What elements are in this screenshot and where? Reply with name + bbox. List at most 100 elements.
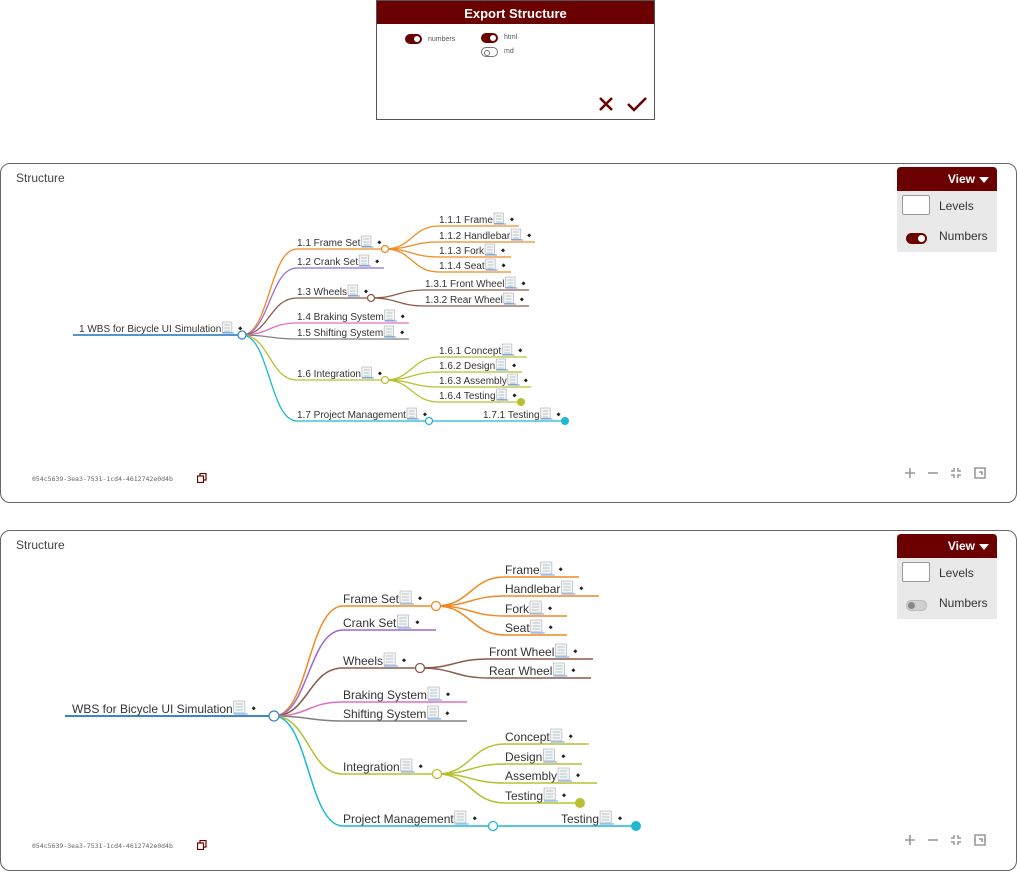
diamond-icon xyxy=(509,217,514,222)
numbers-toggle[interactable] xyxy=(906,233,927,244)
diamond-icon xyxy=(377,240,382,245)
branch-connector xyxy=(384,248,440,273)
note-icon xyxy=(495,358,509,371)
copy-icon[interactable] xyxy=(197,473,207,483)
branch-connector xyxy=(273,605,344,717)
note-icon xyxy=(361,235,374,248)
node-label: Rear Wheel xyxy=(489,664,552,678)
expand-icon[interactable] xyxy=(974,467,986,479)
diamond-icon xyxy=(512,393,517,398)
node-label: 1.3 Wheels xyxy=(297,287,347,298)
note-icon xyxy=(529,600,544,615)
root-collapse-toggle xyxy=(237,330,247,340)
collapse-toggle xyxy=(431,768,443,780)
caret-down-icon xyxy=(979,544,989,550)
node-label: Project Management xyxy=(343,812,454,826)
node-label: Concept xyxy=(505,730,550,744)
note-icon xyxy=(553,662,568,677)
node-label: 1.1.2 Handlebar xyxy=(439,231,511,242)
note-icon xyxy=(347,284,361,297)
numbers-toggle[interactable] xyxy=(906,600,927,611)
note-icon xyxy=(399,590,415,605)
branch-connector xyxy=(370,297,426,307)
diamond-icon xyxy=(579,586,584,591)
collapse-toggle xyxy=(424,416,434,426)
note-icon xyxy=(400,758,415,773)
note-icon xyxy=(543,748,558,763)
md-toggle[interactable] xyxy=(481,47,498,57)
diamond-icon xyxy=(556,412,561,417)
diamond-icon xyxy=(472,816,477,821)
node-label: 1.3.1 Front Wheel xyxy=(425,279,504,290)
note-icon xyxy=(555,643,570,658)
node-label: 1.1 Frame Set xyxy=(297,238,361,249)
diamond-icon xyxy=(527,233,532,238)
node-label: Wheels xyxy=(343,654,383,668)
diamond-icon xyxy=(518,348,523,353)
numbers-toggle[interactable] xyxy=(405,34,422,44)
node-label: 1.6.3 Assembly xyxy=(439,376,507,387)
levels-label: Levels xyxy=(939,199,974,213)
zoom-out-icon[interactable] xyxy=(927,834,939,846)
view-button[interactable]: View xyxy=(897,534,997,558)
note-icon xyxy=(406,407,419,420)
node-label: 1.1.1 Frame xyxy=(439,215,493,226)
collapse-toggle xyxy=(414,662,426,674)
branch-connector xyxy=(241,248,298,336)
diamond-icon xyxy=(548,625,553,630)
diamond-icon xyxy=(618,816,623,821)
node-label: 1.7 Project Management xyxy=(297,410,406,421)
zoom-toolbar xyxy=(902,467,992,481)
copy-icon[interactable] xyxy=(197,840,207,850)
note-icon xyxy=(503,292,516,305)
node-label: Testing xyxy=(505,789,543,803)
fit-icon[interactable] xyxy=(950,834,962,846)
check-icon[interactable] xyxy=(626,96,648,112)
branch-connector xyxy=(241,334,298,340)
diamond-icon xyxy=(561,754,566,759)
collapse-toggle xyxy=(430,600,442,612)
diamond-icon xyxy=(377,371,382,376)
node-label: 1.1.3 Fork xyxy=(439,246,485,257)
node-label: Handlebar xyxy=(505,582,560,596)
note-icon xyxy=(397,614,412,629)
branch-connector xyxy=(370,289,426,299)
zoom-in-icon[interactable] xyxy=(904,834,916,846)
diamond-icon xyxy=(512,363,517,368)
note-icon xyxy=(557,767,573,782)
close-icon[interactable] xyxy=(598,96,614,112)
export-dialog: Export Structure numbers html md xyxy=(376,0,655,120)
levels-input[interactable] xyxy=(902,562,930,582)
numbers-label: Numbers xyxy=(939,596,988,610)
diamond-icon xyxy=(364,289,369,294)
fit-icon[interactable] xyxy=(950,467,962,479)
node-label: WBS for Bicycle UI Simulation xyxy=(72,702,233,716)
note-icon xyxy=(543,787,559,802)
levels-input[interactable] xyxy=(902,195,930,215)
zoom-in-icon[interactable] xyxy=(904,467,916,479)
zoom-out-icon[interactable] xyxy=(927,467,939,479)
note-icon xyxy=(496,388,509,401)
view-button-label: View xyxy=(947,172,975,186)
node-label: 1.6 Integration xyxy=(297,369,361,380)
structure-panel-numbered: Structure 1 WBS for Bicycle UI Simulatio… xyxy=(0,163,1017,503)
view-button[interactable]: View xyxy=(897,167,997,191)
note-icon xyxy=(454,810,469,825)
diamond-icon xyxy=(576,773,581,778)
branch-connector xyxy=(241,334,298,381)
expand-icon[interactable] xyxy=(974,834,986,846)
node-label: 1.5 Shifting System xyxy=(297,328,383,339)
html-toggle[interactable] xyxy=(481,33,498,43)
note-icon xyxy=(493,212,506,225)
node-label: Shifting System xyxy=(343,707,426,721)
structure-uuid: 054c5639-3ea3-7531-1cd4-4612742e0d4b xyxy=(32,842,173,850)
collapse-toggle xyxy=(380,244,390,254)
note-icon xyxy=(484,243,498,256)
node-label: Design xyxy=(505,750,542,764)
node-label: Frame xyxy=(505,563,540,577)
structure-uuid: 054c5639-3ea3-7531-1cd4-4612742e0d4b xyxy=(32,475,173,483)
node-label: Integration xyxy=(343,760,400,774)
node-label: Frame Set xyxy=(343,592,400,606)
view-menu: View Levels Numbers xyxy=(897,534,997,619)
diamond-icon xyxy=(400,330,405,335)
